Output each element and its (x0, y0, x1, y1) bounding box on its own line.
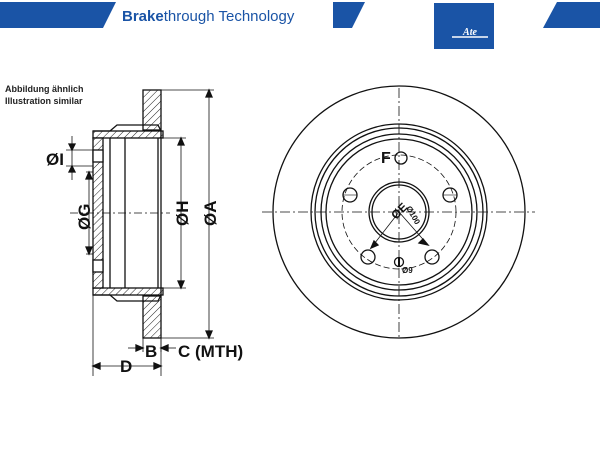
brand-bold-part: Brake (122, 8, 164, 25)
bolt-hole-3 (360, 249, 376, 265)
hub-outline-bottom (93, 294, 162, 302)
bolt-circle (341, 154, 457, 270)
hat-ring-1 (314, 127, 484, 297)
friction-inner-edge (310, 123, 488, 301)
front-view-labels: F ØE Ø100 Ø9 (381, 150, 422, 275)
bolt-hole-section-top (92, 149, 104, 163)
leader-e-arrow (369, 239, 380, 250)
dim-d-arrow-right (153, 362, 163, 370)
dim-i-arrow-bottom (67, 164, 77, 173)
ate-logo-text: Ate (462, 27, 477, 38)
banner-left-bar (0, 2, 116, 28)
bolt-hole-section-bottom (92, 259, 104, 273)
brand-title: Brakethrough Technology (122, 8, 295, 25)
side-view-labels: ØI ØG ØH ØA B C (MTH) D (46, 150, 243, 376)
dim-h-arrow-bottom (177, 280, 185, 290)
center-bore (368, 181, 430, 243)
dim-c-arrow (159, 344, 169, 352)
dim-g-arrow-top (85, 170, 93, 180)
label-dim-d: D (120, 357, 132, 376)
note-line-2: Illustration similar (5, 96, 83, 106)
label-dim-g: ØG (75, 204, 94, 230)
dim-d-arrow-left (91, 362, 101, 370)
side-view (66, 88, 214, 376)
hat-ring-2 (320, 133, 478, 291)
bolt-hole-4 (424, 249, 440, 265)
hub-flange-top (92, 130, 164, 139)
dim-g-arrow-bottom (85, 246, 93, 256)
brand-rest-part: through Technology (164, 8, 295, 25)
hub-flange-bottom (92, 287, 164, 296)
header-banner: Brakethrough Technology Ate (0, 2, 600, 49)
banner-mid-bar (333, 2, 365, 28)
label-dim-h: ØH (173, 201, 192, 227)
banner-right-bar (543, 2, 600, 28)
center-bore-chamfer (371, 184, 427, 240)
ate-logo: Ate (434, 3, 494, 49)
dim-b-arrow (135, 344, 145, 352)
label-dim-c: C (MTH) (178, 342, 243, 361)
friction-ring-top (142, 89, 162, 131)
dim-i-arrow-top (67, 143, 77, 152)
ate-logo-box (434, 3, 494, 49)
front-view (262, 85, 535, 340)
hat-ring-3 (325, 138, 473, 286)
dim-a-arrow-bottom (205, 330, 213, 340)
label-hole-dia: Ø9 (402, 266, 413, 275)
note-line-1: Abbildung ähnlich (5, 84, 84, 94)
dim-h-arrow-top (177, 136, 185, 146)
label-dim-f: F (381, 150, 391, 167)
friction-ring-bottom (142, 295, 162, 339)
label-bolt-circle: Ø100 (404, 205, 422, 227)
label-dim-b: B (145, 342, 157, 361)
disc-outer-edge (272, 85, 526, 339)
locating-hole-f (394, 151, 408, 165)
label-dim-i: ØI (46, 150, 64, 169)
label-dim-a: ØA (201, 201, 220, 227)
leader-100-arrow (417, 238, 430, 247)
hub-outline-top (93, 124, 162, 132)
dim-a-arrow-top (205, 88, 213, 98)
